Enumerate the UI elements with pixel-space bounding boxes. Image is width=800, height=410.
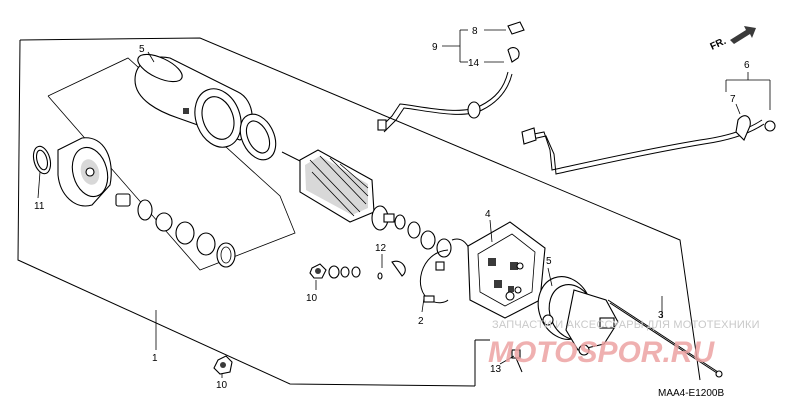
housing-group-outline <box>47 57 296 271</box>
callout-8: 8 <box>472 26 478 37</box>
drawing-code: MAA4-E1200B <box>658 388 724 399</box>
watermark-text: ЗАПЧАСТИ И АКСЕССУАРЫ ДЛЯ МОТОТЕХНИКИ <box>492 319 760 331</box>
callout-10-bottom: 10 <box>216 380 228 391</box>
callout-14: 14 <box>468 58 480 69</box>
callout-2: 2 <box>418 316 424 327</box>
leader-lines <box>37 29 771 378</box>
armature <box>281 149 452 258</box>
callout-1: 1 <box>152 353 158 364</box>
callout-9: 9 <box>432 42 438 53</box>
callout-4: 4 <box>485 209 491 220</box>
seal-row <box>309 260 406 280</box>
front-direction-arrow: FR. <box>709 26 756 53</box>
callout-3: 3 <box>658 310 664 321</box>
washer-row <box>115 193 236 268</box>
starter-cable-upper <box>377 21 525 133</box>
callout-5-case: 5 <box>139 44 145 55</box>
callout-11: 11 <box>34 201 45 212</box>
motor-case <box>134 53 277 161</box>
callout-5-rear: 5 <box>546 256 552 267</box>
bolt-13 <box>511 349 523 373</box>
brush-holder-ring <box>419 238 471 304</box>
long-bolt <box>607 299 723 378</box>
front-direction-label: FR. <box>709 36 728 53</box>
nut-10-bottom <box>213 355 233 375</box>
watermark: ЗАПЧАСТИ И АКСЕССУАРЫ ДЛЯ МОТОТЕХНИКИ MO… <box>488 319 760 369</box>
callout-10-top: 10 <box>306 293 318 304</box>
watermark-logo: MOTOSPOR.RU <box>488 336 715 369</box>
callout-7: 7 <box>730 94 736 105</box>
callout-13: 13 <box>490 364 502 375</box>
front-cover <box>32 137 112 207</box>
callout-12: 12 <box>375 243 387 254</box>
rear-cover <box>537 276 619 356</box>
assembly-outline <box>17 37 701 387</box>
brush-plate <box>467 221 546 319</box>
starter-cable-right <box>521 115 776 175</box>
callout-6: 6 <box>744 60 750 71</box>
callout-numbers: 5 11 1 12 4 5 2 3 13 10 10 8 9 14 6 7 <box>34 26 750 391</box>
